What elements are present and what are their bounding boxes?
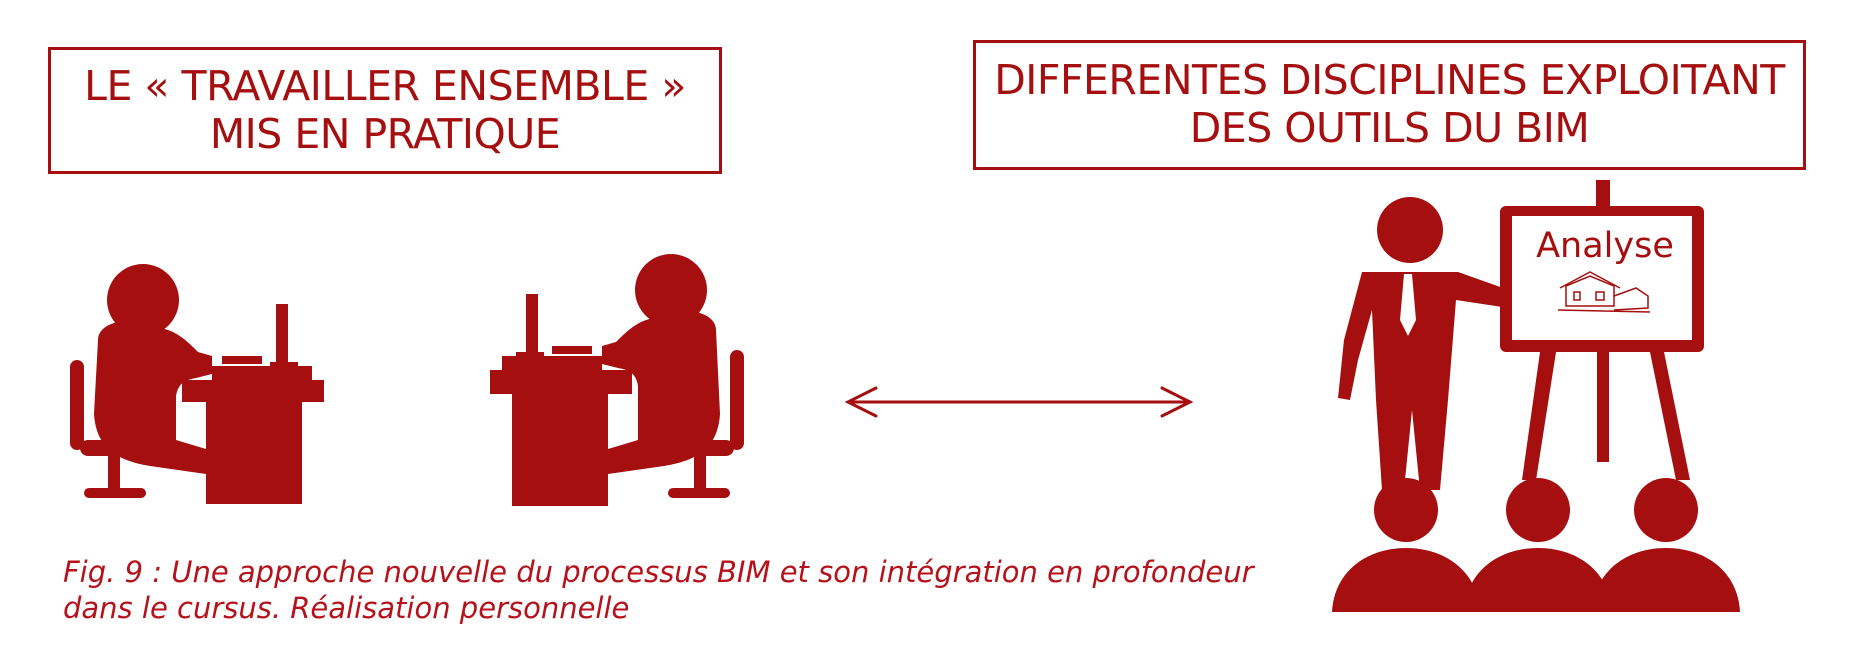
right-title-line-2: DES OUTILS DU BIM <box>1189 104 1590 152</box>
easel-board-icon <box>1500 180 1704 480</box>
audience-icon <box>1332 478 1740 612</box>
person-at-desk-right-icon <box>490 254 744 506</box>
board-label: Analyse <box>1536 226 1674 266</box>
person-at-desk-left-icon <box>70 264 324 504</box>
house-sketch-icon <box>1557 271 1651 313</box>
left-title-box: LE « TRAVAILLER ENSEMBLE » MIS EN PRATIQ… <box>48 47 722 174</box>
right-title-box: DIFFERENTES DISCIPLINES EXPLOITANT DES O… <box>973 40 1806 170</box>
double-arrow-icon <box>844 386 1194 418</box>
right-title-line-1: DIFFERENTES DISCIPLINES EXPLOITANT <box>994 56 1785 105</box>
left-title-line-2: MIS EN PRATIQUE <box>209 109 561 158</box>
figure-caption: Fig. 9 : Une approche nouvelle du proces… <box>63 555 1254 626</box>
caption-line-2: dans le cursus. Réalisation personnelle <box>63 590 630 625</box>
presenter-icon <box>1338 197 1522 490</box>
caption-line-1: Fig. 9 : Une approche nouvelle du proces… <box>63 555 1254 589</box>
left-title-line-1: LE « TRAVAILLER ENSEMBLE » <box>84 61 686 110</box>
